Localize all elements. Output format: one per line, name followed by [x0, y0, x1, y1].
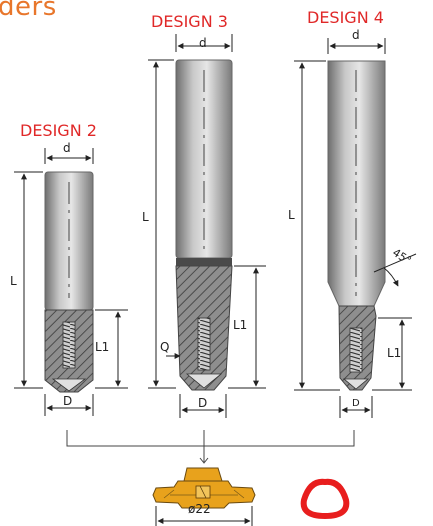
design3-D-label: D: [198, 396, 208, 410]
insert-diameter-label: ø22: [188, 502, 211, 516]
design3-dimensions: [148, 34, 266, 418]
design4-holder: [327, 60, 386, 391]
insert-diameter-dimension: [155, 506, 253, 526]
design3-d-label: d: [199, 36, 207, 50]
design3-Q-label: Q: [160, 340, 170, 354]
design2-D-label: D: [63, 394, 73, 408]
design4-d-label: d: [352, 28, 360, 42]
design2-dimensions: [14, 148, 128, 416]
design2-L-label: L: [10, 274, 17, 288]
design4-dimensions: [294, 38, 417, 418]
design3-L1-label: L1: [233, 318, 248, 332]
design2-holder: [44, 171, 94, 393]
page-title-fragment: ders: [0, 0, 57, 22]
design4-L-label: L: [288, 208, 295, 222]
design4-L1-label: L1: [387, 346, 402, 360]
design4-D-label: D: [352, 398, 360, 409]
design3-holder: [175, 59, 233, 391]
connector-bracket: [66, 430, 355, 464]
design4-title: DESIGN 4: [307, 8, 384, 27]
design3-L-label: L: [142, 210, 149, 224]
design3-title: DESIGN 3: [151, 12, 228, 31]
design2-d-label: d: [63, 141, 71, 155]
design2-L1-label: L1: [95, 340, 110, 354]
design2-title: DESIGN 2: [20, 121, 97, 140]
insert-profile-icon: [300, 478, 350, 519]
insert-drawing: [152, 467, 256, 509]
